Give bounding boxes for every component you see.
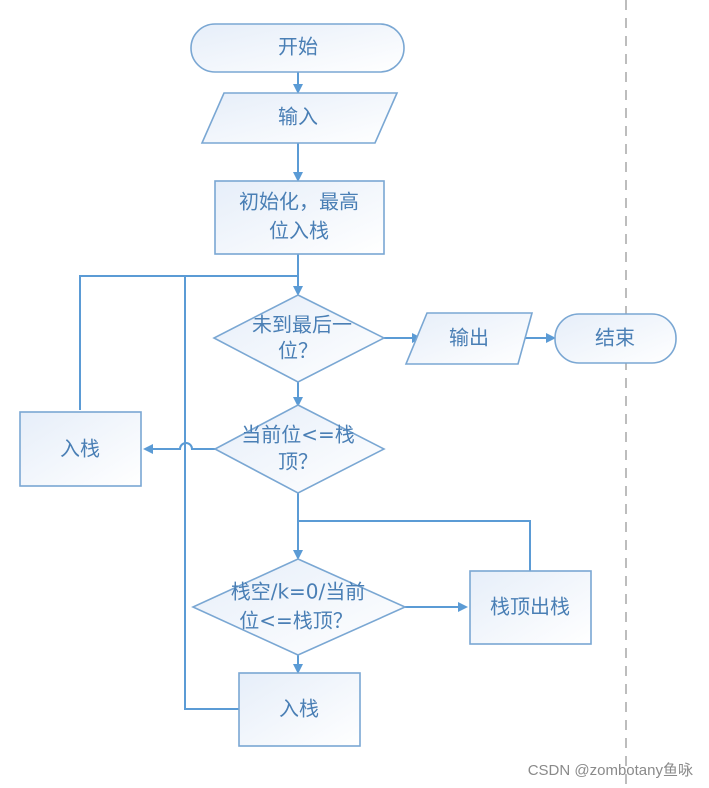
- node-label: 开始: [278, 35, 318, 59]
- parallelogram-shape: [200, 92, 399, 144]
- edge-pushleft-loop: [79, 275, 298, 410]
- node-label-line-2: 位？: [278, 339, 318, 363]
- node-push-left: 入栈: [19, 411, 142, 487]
- process-shape: [469, 570, 592, 645]
- node-label-line-1: 未到最后一: [252, 313, 352, 337]
- node-not-last: 未到最后一 位？: [212, 294, 386, 383]
- node-label-line-2: 顶？: [278, 450, 318, 474]
- edges: [79, 72, 556, 710]
- node-label: 栈顶出栈: [490, 595, 570, 619]
- node-label: 入栈: [60, 437, 100, 461]
- decision-shape: [191, 558, 407, 656]
- edge-pop-loop: [298, 520, 531, 571]
- node-label-line-2: 位入栈: [269, 219, 329, 243]
- node-label: 入栈: [279, 697, 319, 721]
- node-label-line-1: 初始化，最高: [239, 190, 359, 214]
- node-input: 输入: [200, 92, 399, 144]
- node-label-line-1: 栈空/k=0/当前: [231, 580, 366, 604]
- parallelogram-shape: [404, 312, 534, 365]
- node-label-line-1: 当前位<=栈: [241, 423, 355, 447]
- node-pop: 栈顶出栈: [469, 570, 592, 645]
- node-label: 结束: [595, 326, 635, 350]
- node-start: 开始: [190, 23, 405, 73]
- process-shape: [238, 672, 361, 747]
- terminator-shape: [554, 313, 677, 364]
- node-output: 输出: [404, 312, 534, 365]
- edge-pushbottom-loop: [184, 276, 239, 710]
- node-end: 结束: [554, 313, 677, 364]
- process-shape: [214, 180, 385, 255]
- node-label-line-2: 位<=栈顶？: [239, 609, 353, 633]
- terminator-shape: [190, 23, 405, 73]
- process-shape: [19, 411, 142, 487]
- node-label: 输出: [449, 326, 489, 350]
- watermark: CSDN @zombotany鱼咏: [527, 762, 693, 779]
- node-check-pop: 栈空/k=0/当前 位<=栈顶？: [191, 558, 407, 656]
- decision-shape: [212, 294, 386, 383]
- decision-shape: [213, 404, 386, 494]
- node-cur-le-top: 当前位<=栈 顶？: [213, 404, 386, 494]
- node-push-bottom: 入栈: [238, 672, 361, 747]
- edge-curletop-pushleft: [143, 442, 215, 454]
- node-init: 初始化，最高 位入栈: [214, 180, 385, 255]
- node-label: 输入: [278, 105, 318, 129]
